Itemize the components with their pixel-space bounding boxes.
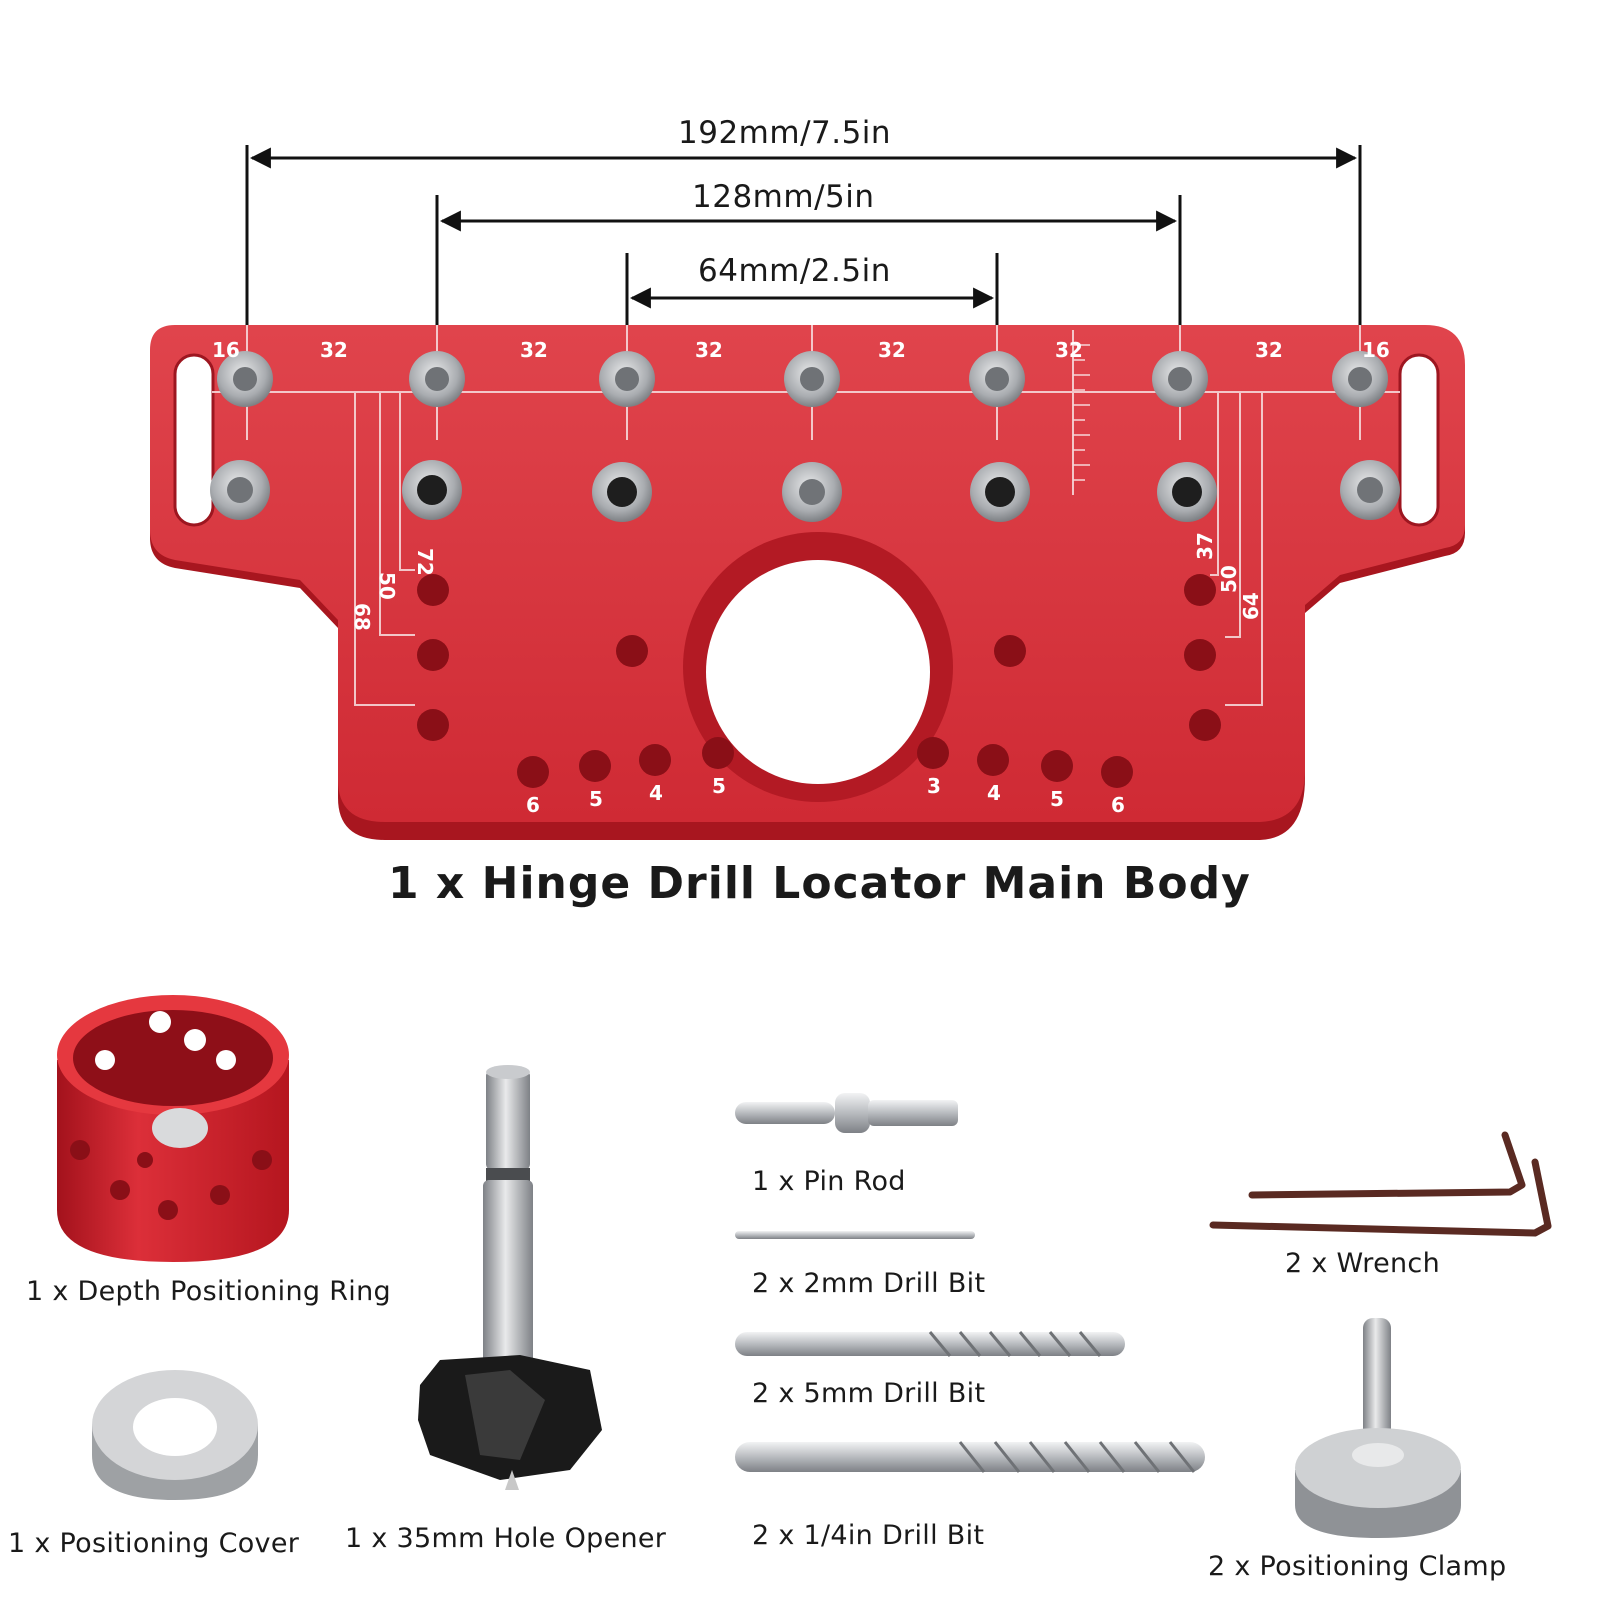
plate-label: 32 — [1255, 338, 1283, 362]
plate-label: 6 — [526, 793, 540, 817]
main-body-label: 1 x Hinge Drill Locator Main Body — [388, 858, 1251, 909]
plate-label: 4 — [987, 781, 1001, 805]
wrench-image — [1209, 1131, 1552, 1237]
plate-label: 68 — [350, 603, 374, 631]
plate-label: 32 — [878, 338, 906, 362]
drill-bit-5mm-label: 2 x 5mm Drill Bit — [752, 1378, 986, 1409]
lower-bushing-row — [210, 460, 1400, 522]
plate-label: 5 — [589, 787, 603, 811]
drill-bit-quarter-inch-image — [735, 1441, 1205, 1473]
drill-bit-2mm-label: 2 x 2mm Drill Bit — [752, 1268, 986, 1299]
plate-label: 16 — [1362, 338, 1390, 362]
small-guide-holes — [417, 574, 1221, 788]
positioning-cover-image — [92, 1370, 258, 1500]
pin-rod-label: 1 x Pin Rod — [752, 1166, 906, 1197]
plate-label: 32 — [1055, 338, 1083, 362]
positioning-clamp-label: 2 x Positioning Clamp — [1208, 1551, 1507, 1582]
plate-label: 32 — [520, 338, 548, 362]
plate-label: 3 — [927, 774, 941, 798]
positioning-cover-label: 1 x Positioning Cover — [8, 1528, 300, 1559]
plate-label: 5 — [712, 774, 726, 798]
dimension-label-inner: 64mm/2.5in — [698, 253, 891, 289]
plate-label: 6 — [1111, 793, 1125, 817]
hinge-drill-locator-plate: 16 32 32 32 32 32 32 16 72 50 68 37 50 6… — [150, 325, 1465, 840]
plate-label: 64 — [1239, 592, 1263, 620]
positioning-clamp-image — [1295, 1318, 1461, 1538]
depth-ring-label: 1 x Depth Positioning Ring — [26, 1276, 391, 1307]
plate-label: 5 — [1050, 787, 1064, 811]
plate-label: 50 — [1217, 565, 1241, 593]
dimension-label-middle: 128mm/5in — [692, 179, 875, 215]
pin-rod-image — [735, 1093, 958, 1133]
plate-label: 32 — [320, 338, 348, 362]
dimension-label-overall: 192mm/7.5in — [678, 115, 892, 151]
dimension-lines — [245, 145, 1362, 330]
plate-label: 32 — [695, 338, 723, 362]
drill-bit-2mm-image — [735, 1231, 975, 1239]
plate-spacing-labels: 16 32 32 32 32 32 32 16 72 50 68 37 50 6… — [212, 338, 1390, 817]
drill-bit-quarter-inch-label: 2 x 1/4in Drill Bit — [752, 1520, 985, 1551]
plate-label: 37 — [1193, 532, 1217, 560]
drill-bit-5mm-image — [735, 1331, 1125, 1357]
hole-opener-image — [418, 1065, 602, 1490]
plate-label: 16 — [212, 338, 240, 362]
plate-label: 4 — [649, 781, 663, 805]
hole-opener-label: 1 x 35mm Hole Opener — [345, 1523, 667, 1554]
plate-label: 72 — [413, 548, 437, 576]
plate-label: 50 — [375, 572, 399, 600]
depth-ring-image — [57, 995, 289, 1262]
upper-bushing-row — [217, 351, 1388, 407]
wrench-label: 2 x Wrench — [1285, 1248, 1440, 1279]
